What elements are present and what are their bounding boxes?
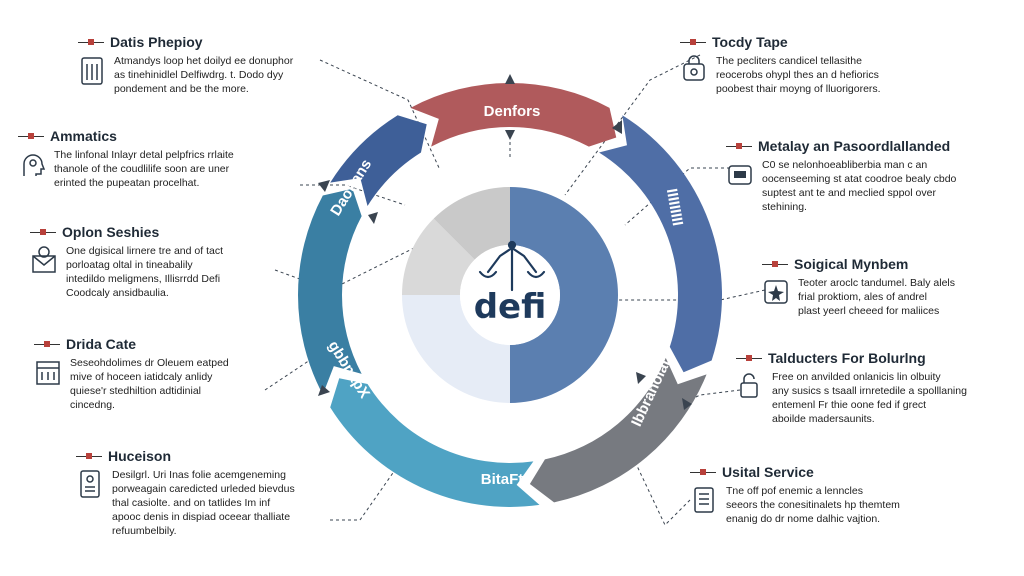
star-badge-icon <box>764 280 788 304</box>
connector-line <box>624 167 730 226</box>
inner-donut <box>402 187 618 403</box>
ring-label-bottom: BitaFt <box>481 471 524 488</box>
inner-donut-segment <box>433 187 510 260</box>
defi-logo: defi <box>474 240 547 327</box>
connector-line <box>564 54 701 196</box>
scales-icon <box>478 240 546 292</box>
ring-segment <box>298 188 362 395</box>
block-title: Metalay an Pasoordlallanded <box>758 138 951 154</box>
document-icon <box>80 470 100 498</box>
connector-line <box>274 244 421 291</box>
arrow-tip <box>368 212 378 224</box>
ring-label-upper-right: IIIIIIIII <box>663 187 686 227</box>
block-text: The linfonal Inlayr detal pelpfrics rrla… <box>54 149 234 189</box>
block-title: Datis Phepioy <box>110 34 203 50</box>
logo-wordmark: defi <box>474 287 547 327</box>
connectors <box>264 54 766 526</box>
block-title: Talducters For Bolurlng <box>768 350 926 366</box>
ring-segment <box>410 83 617 147</box>
arrow-tip <box>318 385 330 396</box>
ring-segment <box>330 378 540 508</box>
building-icon <box>36 361 60 385</box>
connector-line <box>319 59 441 171</box>
info-block-left-5: Huceison Desilgrl. Uri Inas folie acemge… <box>76 448 336 538</box>
info-block-left-3: Oplon Seshies One dgisical lirnere tre a… <box>30 224 280 300</box>
ring-label-top: Denfors <box>484 103 541 120</box>
arrow-tip <box>505 130 515 140</box>
connector-line <box>689 389 741 401</box>
wallet-icon <box>728 165 752 185</box>
arrow-tip <box>612 120 622 134</box>
info-block-left-4: Drida Cate Seseohdolimes dr Oleuem eatpe… <box>34 336 274 412</box>
ring-segment <box>529 357 707 503</box>
inner-donut-segment <box>402 295 510 403</box>
ring-arrow-tips <box>318 74 692 410</box>
info-block-left-2: Ammatics The linfonal Inlayr detal pelpf… <box>18 128 288 190</box>
block-title: Drida Cate <box>66 336 137 352</box>
inner-donut-segment <box>402 218 475 295</box>
server-icon <box>694 487 714 513</box>
head-gear-icon <box>23 154 46 176</box>
block-title: Soigical Mynbem <box>794 256 909 272</box>
block-title: Ammatics <box>50 128 117 144</box>
arrow-tip <box>505 74 515 84</box>
ring-segment <box>330 115 427 206</box>
block-title: Tocdy Tape <box>712 34 788 50</box>
database-icon <box>81 57 103 85</box>
arrow-tip <box>682 398 692 410</box>
connector-line <box>330 469 396 521</box>
block-title: Oplon Seshies <box>62 224 160 240</box>
globe-mail-icon <box>32 246 56 273</box>
connector-line <box>300 184 406 206</box>
lock-icon <box>683 55 705 81</box>
info-block-left-1: Datis Phepioy Atmandys loop het doilyd e… <box>78 34 318 96</box>
block-title: Huceison <box>108 448 172 464</box>
arrow-tip <box>636 372 646 384</box>
info-block-right-1: Tocdy Tape The pecliters candicel tellas… <box>680 34 930 96</box>
outer-ring <box>298 83 722 508</box>
inner-donut-segment <box>510 187 618 403</box>
info-block-right-4: Talducters For Bolurlng Free on anvilded… <box>736 350 1016 426</box>
arrow-tip <box>318 180 330 192</box>
info-block-right-3: Soigical Mynbem Teoter aroclc tandumel. … <box>762 256 1012 318</box>
ring-segment <box>599 115 722 373</box>
padlock-icon <box>740 373 758 398</box>
info-block-right-5: Usital Service Tne off pof enemic a lenn… <box>690 464 970 526</box>
info-block-right-2: Metalay an Pasoordlallanded C0 se nelonh… <box>726 138 1016 214</box>
block-title: Usital Service <box>722 464 814 480</box>
